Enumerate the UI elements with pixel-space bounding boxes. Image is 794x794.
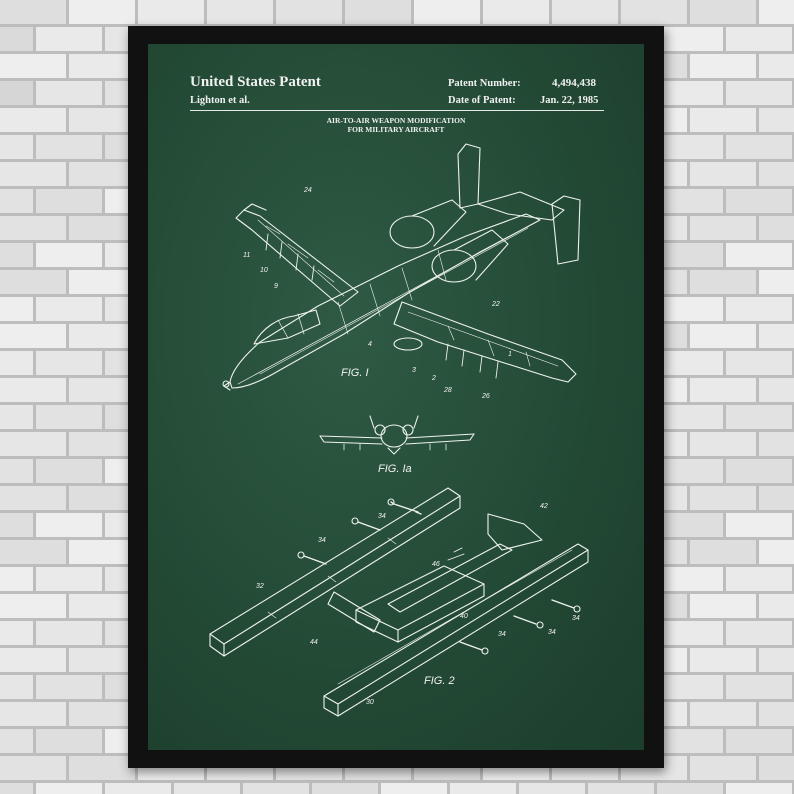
ref-46: 46 bbox=[432, 561, 440, 568]
ref-34-e: 34 bbox=[498, 631, 506, 638]
ref-32: 32 bbox=[256, 583, 264, 590]
ref-28: 28 bbox=[443, 387, 452, 394]
ref-10: 10 bbox=[260, 267, 268, 274]
ref-2: 2 bbox=[431, 375, 436, 382]
patent-number-value: 4,494,438 bbox=[552, 77, 596, 89]
patent-chalkboard: United States Patent Lighton et al. Pate… bbox=[148, 44, 644, 750]
ref-30: 30 bbox=[366, 699, 374, 706]
fig1-label: FIG. I bbox=[341, 367, 369, 379]
fig1a-label: FIG. Ia bbox=[378, 463, 412, 475]
ref-40: 40 bbox=[460, 613, 468, 620]
ref-34-d: 34 bbox=[548, 629, 556, 636]
fig2-label: FIG. 2 bbox=[424, 675, 455, 687]
fig1-aircraft-drawing bbox=[222, 143, 581, 391]
header-rule bbox=[190, 110, 604, 111]
ref-1: 1 bbox=[508, 351, 512, 358]
ref-34-a: 34 bbox=[378, 513, 386, 520]
inventor-name: Lighton et al. bbox=[190, 95, 250, 106]
ref-24: 24 bbox=[303, 187, 312, 194]
ref-26: 26 bbox=[481, 393, 490, 400]
ref-42: 42 bbox=[540, 503, 548, 510]
fig1a-front-view-drawing bbox=[319, 415, 475, 455]
ref-11: 11 bbox=[243, 252, 250, 259]
patent-drawings: FIG. I 24 11 10 9 4 3 2 22 1 28 26 FIG. … bbox=[209, 143, 589, 717]
fig2-rail-assembly-drawing bbox=[209, 487, 589, 717]
patent-number-label: Patent Number: bbox=[448, 78, 521, 89]
invention-title: AIR-TO-AIR WEAPON MODIFICATION FOR MILIT… bbox=[148, 116, 644, 134]
ref-4: 4 bbox=[368, 341, 372, 348]
ref-34-b: 34 bbox=[318, 537, 326, 544]
ref-3: 3 bbox=[412, 367, 416, 374]
date-of-patent-value: Jan. 22, 1985 bbox=[540, 95, 599, 106]
ref-22: 22 bbox=[491, 301, 500, 308]
ref-34-c: 34 bbox=[572, 615, 580, 622]
invention-title-line2: FOR MILITARY AIRCRAFT bbox=[347, 125, 445, 134]
invention-title-line1: AIR-TO-AIR WEAPON MODIFICATION bbox=[326, 116, 466, 125]
patent-office-title: United States Patent bbox=[190, 74, 321, 90]
date-of-patent-label: Date of Patent: bbox=[448, 95, 516, 106]
ref-9: 9 bbox=[274, 283, 278, 290]
ref-44: 44 bbox=[310, 639, 318, 646]
